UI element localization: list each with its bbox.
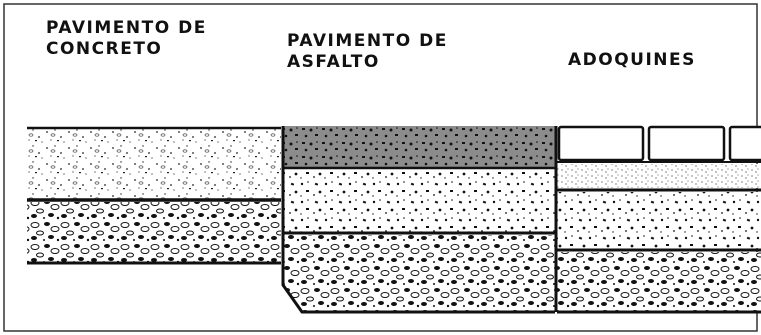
label-adoquines: ADOQUINES — [568, 50, 696, 70]
concreto-column — [27, 126, 281, 265]
asfalto-subbase-layer — [283, 235, 555, 312]
adoquines-subbase-layer — [557, 252, 761, 312]
paving-block — [728, 125, 761, 162]
asfalto-base-layer — [283, 170, 555, 232]
asfalto-surface-layer — [283, 126, 555, 168]
adoquines-column — [554, 125, 761, 314]
paving-block — [647, 125, 726, 162]
adoquines-sand-layer — [557, 164, 761, 188]
label-pavimento-concreto: PAVIMENTO DE CONCRETO — [46, 18, 207, 59]
label-pavimento-asfalto: PAVIMENTO DE ASFALTO — [287, 31, 448, 72]
asfalto-column — [281, 126, 555, 314]
adoquines-base-layer — [557, 192, 761, 248]
concreto-base-layer — [27, 202, 281, 262]
concreto-slab-layer — [27, 128, 281, 200]
paving-block — [557, 125, 645, 162]
